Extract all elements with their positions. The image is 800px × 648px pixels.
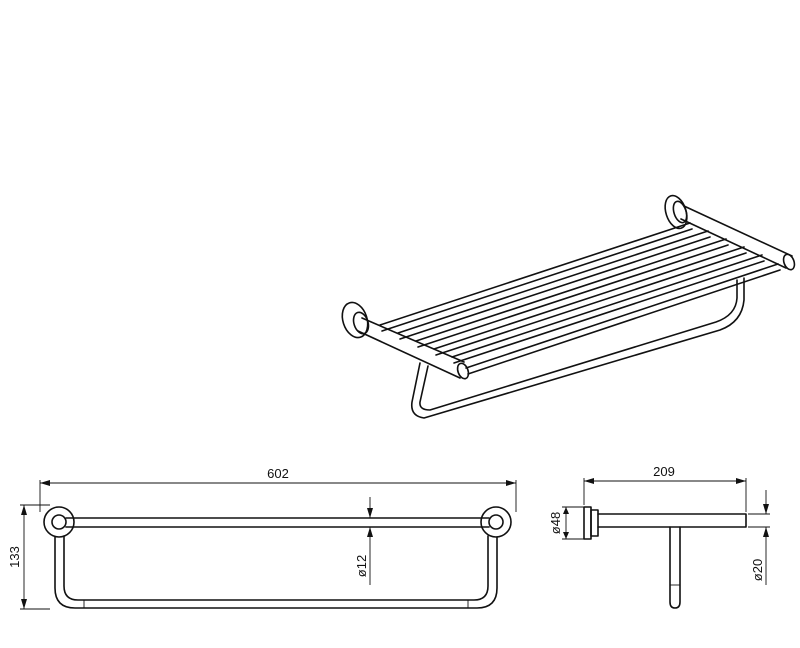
iso-back-arm <box>680 205 796 271</box>
front-left-flange-inner <box>51 514 67 530</box>
front-dimensions: 602 133 ø12 <box>7 466 517 610</box>
side-dimensions: 209 ø48 ø20 <box>548 464 770 585</box>
front-left-flange-outer <box>43 506 75 538</box>
front-right-flange-outer <box>480 506 512 538</box>
isometric-view <box>341 194 796 419</box>
front-towel-bar-inner <box>63 535 489 601</box>
iso-towel-bar <box>410 277 745 419</box>
iso-back-flange <box>664 194 688 230</box>
dim-label-flange: ø48 <box>548 512 563 534</box>
front-right-flange-inner <box>488 514 504 530</box>
front-view <box>43 506 512 609</box>
dim-label-tube: ø12 <box>354 555 369 577</box>
side-arm <box>597 513 747 528</box>
side-view <box>583 506 747 609</box>
dim-label-209: 209 <box>653 464 675 479</box>
front-towel-bar-outer <box>54 536 498 609</box>
iso-shelf-rails <box>379 222 781 375</box>
side-flange-plate <box>583 506 592 540</box>
dim-label-133: 133 <box>7 546 22 568</box>
side-flange-cap <box>590 509 599 537</box>
side-towel-bar <box>669 526 681 609</box>
dim-label-bar: ø20 <box>750 559 765 581</box>
iso-front-arm <box>357 317 470 380</box>
dim-label-602: 602 <box>267 466 289 481</box>
